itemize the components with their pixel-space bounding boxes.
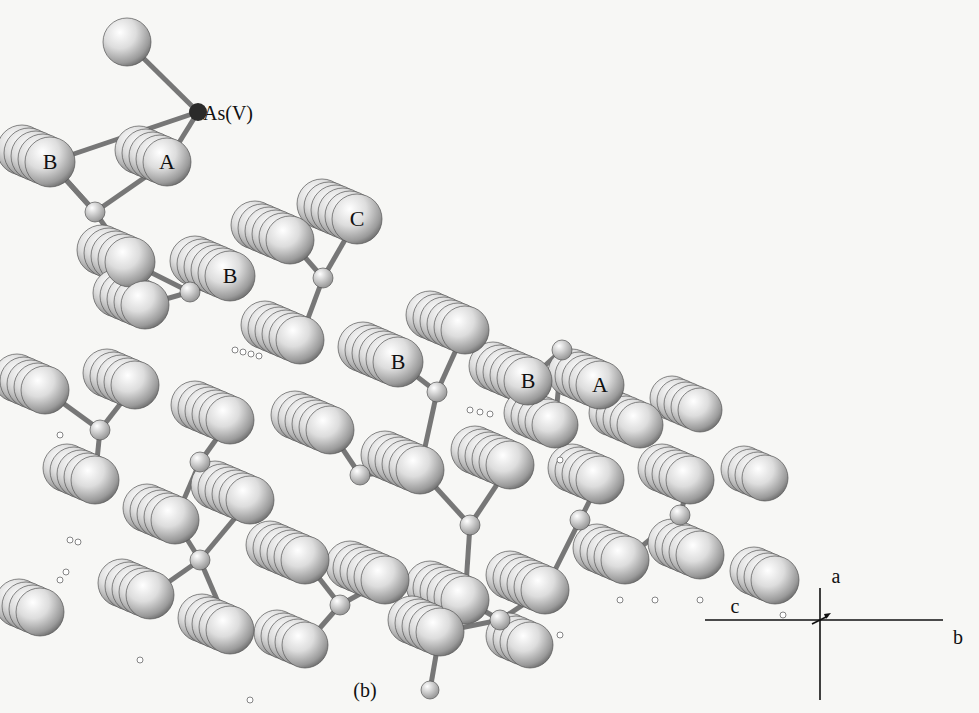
axis-label: a xyxy=(832,566,841,586)
oxygen-atom xyxy=(361,556,409,604)
oxygen-atom xyxy=(25,137,75,187)
metal-atom xyxy=(330,595,350,615)
hydrogen-atom xyxy=(57,432,63,438)
metal-atom xyxy=(190,550,210,570)
hydrogen-atom xyxy=(780,612,786,618)
oxygen-atom xyxy=(21,366,69,414)
oxygen-atom xyxy=(617,402,663,448)
hydrogen-atom xyxy=(240,349,246,355)
oxygen-atom xyxy=(576,456,624,504)
oxygen-atom xyxy=(16,588,64,636)
axis-cross xyxy=(705,588,943,700)
oxygen-atom xyxy=(71,456,119,504)
oxygen-atom xyxy=(226,476,274,524)
oxygen-atom xyxy=(373,337,423,387)
oxygen-atom xyxy=(206,606,254,654)
metal-atom xyxy=(427,382,447,402)
oxygen-atom xyxy=(666,456,714,504)
oxygen-atom xyxy=(441,306,489,354)
oxygen-atom xyxy=(103,18,151,66)
metal-atom xyxy=(421,681,439,699)
site-label: B xyxy=(43,151,58,173)
site-label: B xyxy=(391,351,406,373)
oxygen-atom xyxy=(742,455,788,501)
hydrogen-atom xyxy=(256,353,262,359)
axis-label: c xyxy=(731,596,740,616)
site-label: B xyxy=(223,265,238,287)
site-label: B xyxy=(521,370,536,392)
hydrogen-atom xyxy=(75,539,81,545)
site-label: A xyxy=(159,151,175,173)
oxygen-atom xyxy=(601,536,649,584)
oxygen-atom xyxy=(678,388,722,432)
oxygen-atom xyxy=(507,622,553,668)
metal-atom xyxy=(190,452,210,472)
oxygen-atom xyxy=(126,571,174,619)
axis-label: b xyxy=(953,627,963,647)
oxygen-atom xyxy=(751,556,799,604)
metal-atom xyxy=(460,515,480,535)
hydrogen-atom xyxy=(697,597,703,603)
element-label: As(V) xyxy=(203,103,253,123)
oxygen-atom xyxy=(521,566,569,614)
oxygen-atom xyxy=(205,251,255,301)
oxygen-atom xyxy=(504,357,552,405)
hydrogen-atom xyxy=(137,657,143,663)
metal-atom xyxy=(570,510,590,530)
metal-atom xyxy=(490,610,510,630)
hydrogen-atom xyxy=(557,457,563,463)
site-label: A xyxy=(592,374,608,396)
hydrogen-atom xyxy=(247,697,253,703)
site-label: C xyxy=(350,208,365,230)
oxygen-atom xyxy=(306,406,354,454)
oxygen-atom xyxy=(486,441,534,489)
oxygen-atom xyxy=(266,216,314,264)
oxygen-atom xyxy=(111,361,159,409)
oxygen-atom xyxy=(676,531,724,579)
oxygen-atom xyxy=(416,608,464,656)
hydrogen-atom xyxy=(487,411,493,417)
oxygen-atom xyxy=(576,361,624,409)
oxygen-atom xyxy=(121,281,169,329)
oxygen-atom xyxy=(143,138,191,186)
metal-atom xyxy=(552,340,572,360)
metal-atom xyxy=(90,420,110,440)
hydrogen-atom xyxy=(67,537,73,543)
bond-lines xyxy=(45,42,700,690)
metal-atom xyxy=(85,202,105,222)
metal-atom xyxy=(313,268,333,288)
oxygen-atom xyxy=(206,396,254,444)
oxygen-atom xyxy=(282,622,328,668)
hydrogen-atom xyxy=(557,632,563,638)
hydrogen-atom xyxy=(477,409,483,415)
oxygen-atom xyxy=(105,237,155,287)
metal-atom xyxy=(670,505,690,525)
hydrogen-atom xyxy=(63,569,69,575)
oxygen-atom xyxy=(151,496,199,544)
hydrogen-atom xyxy=(467,407,473,413)
oxygen-atom xyxy=(276,316,324,364)
oxygen-atom xyxy=(332,194,382,244)
hydrogen-atom xyxy=(617,597,623,603)
atom-spheres xyxy=(0,18,799,703)
metal-atom xyxy=(350,465,370,485)
oxygen-atom xyxy=(532,402,578,448)
panel-label: (b) xyxy=(353,680,376,700)
oxygen-atom xyxy=(281,536,329,584)
hydrogen-atom xyxy=(57,577,63,583)
oxygen-atom xyxy=(396,446,444,494)
hydrogen-atom xyxy=(652,597,658,603)
metal-atom xyxy=(180,282,200,302)
hydrogen-atom xyxy=(248,351,254,357)
hydrogen-atom xyxy=(232,347,238,353)
